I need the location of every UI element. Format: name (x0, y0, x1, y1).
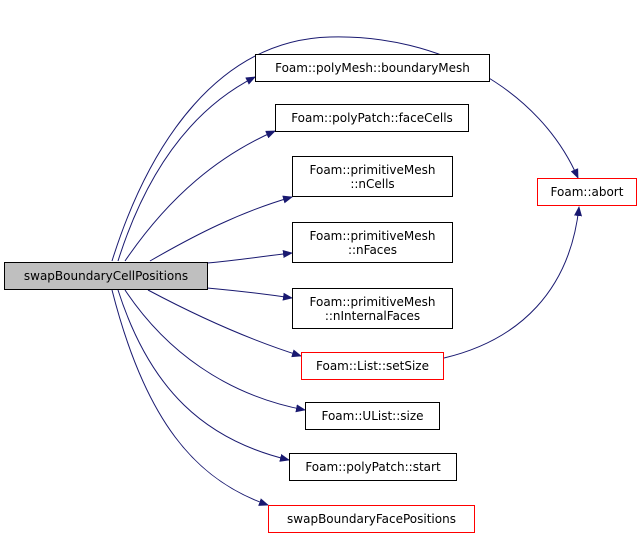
node-swap-boundary-cell-positions: swapBoundaryCellPositions (4, 262, 208, 290)
node-label-line-2: ::nInternalFaces (324, 308, 421, 323)
node-primitive-mesh-n-cells[interactable]: Foam::primitiveMesh ::nCells (292, 156, 453, 197)
edge-root-to-start (117, 289, 290, 462)
edge-root-to-size (124, 289, 306, 413)
node-label: Foam::polyPatch::faceCells (291, 111, 453, 125)
node-label: swapBoundaryFacePositions (287, 512, 456, 526)
edge-root-to-abort (111, 36, 579, 262)
edge-root-to-n-internal-faces (206, 287, 293, 301)
node-primitive-mesh-n-internal-faces[interactable]: Foam::primitiveMesh ::nInternalFaces (292, 288, 453, 329)
edge-root-to-boundary-mesh (117, 76, 256, 262)
node-swap-boundary-face-positions[interactable]: swapBoundaryFacePositions (268, 505, 475, 533)
edge-root-to-swap-boundary-face-positions (111, 289, 269, 506)
edge-root-to-face-cells (124, 130, 276, 262)
node-label: Foam::polyMesh::boundaryMesh (275, 61, 470, 75)
node-label-line-1: Foam::primitiveMesh (309, 228, 436, 243)
node-label: Foam::abort (550, 185, 624, 199)
node-primitive-mesh-n-faces[interactable]: Foam::primitiveMesh ::nFaces (292, 222, 453, 263)
node-label: swapBoundaryCellPositions (23, 269, 189, 283)
node-label-line-2: ::nCells (350, 176, 395, 191)
node-label-line-1: Foam::primitiveMesh (309, 294, 436, 309)
edge-root-to-set-size (147, 289, 302, 358)
node-list-set-size[interactable]: Foam::List::setSize (301, 352, 444, 380)
node-label: Foam::List::setSize (316, 359, 429, 373)
edge-root-to-n-cells (149, 195, 293, 262)
node-u-list-size[interactable]: Foam::UList::size (305, 402, 440, 430)
node-label-line-2: ::nFaces (347, 242, 398, 257)
edge-root-to-n-faces (206, 250, 293, 264)
node-label: Foam::polyPatch::start (305, 460, 441, 474)
node-label-line-1: Foam::primitiveMesh (309, 162, 436, 177)
edge-set-size-to-abort (443, 206, 583, 359)
node-poly-patch-start[interactable]: Foam::polyPatch::start (289, 453, 457, 481)
node-poly-mesh-boundary-mesh[interactable]: Foam::polyMesh::boundaryMesh (255, 54, 490, 82)
node-foam-abort[interactable]: Foam::abort (537, 178, 637, 206)
node-label: Foam::UList::size (321, 409, 424, 423)
node-poly-patch-face-cells[interactable]: Foam::polyPatch::faceCells (275, 104, 469, 132)
